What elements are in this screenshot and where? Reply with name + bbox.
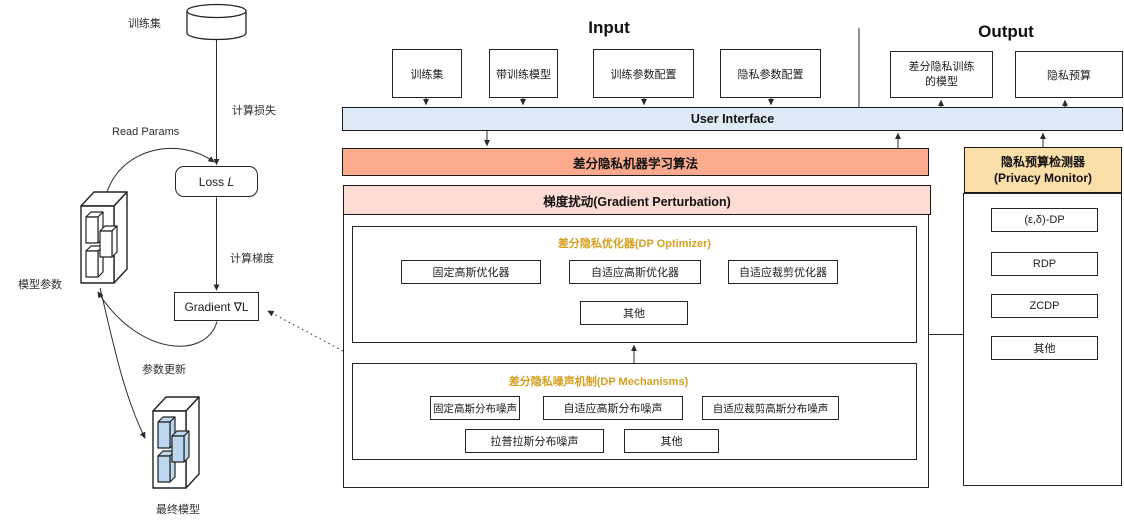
output-box-dp-model: 差分隐私训练 的模型	[890, 51, 993, 98]
model-params-label: 模型参数	[18, 279, 62, 291]
user-interface-label: User Interface	[690, 112, 775, 126]
final-model-label: 最终模型	[156, 504, 200, 516]
monitor-box-other: 其他	[991, 336, 1098, 360]
mechanism-box-other: 其他	[624, 429, 719, 453]
dp-algorithm-bar: 差分隐私机器学习算法	[342, 148, 929, 176]
input-box-label: 训练参数配置	[610, 68, 677, 81]
privacy-monitor-body: (ε,δ)-DP RDP ZCDP 其他	[963, 193, 1122, 486]
optimizer-box-label: 自适应裁剪优化器	[739, 267, 827, 279]
read-params-label: Read Params	[112, 126, 180, 138]
privacy-monitor-header: 隐私预算检测器 (Privacy Monitor)	[964, 147, 1122, 193]
mechanism-box-adaptive-gaussian-noise: 自适应高斯分布噪声	[543, 396, 683, 420]
loss-node-label: Loss	[198, 174, 225, 189]
param-update-label: 参数更新	[142, 364, 186, 376]
privacy-monitor-title-cn: 隐私预算检测器	[1000, 154, 1085, 169]
input-box-label: 带训练模型	[496, 68, 551, 81]
loss-node: Loss L	[175, 166, 258, 197]
output-box-privacy-budget: 隐私预算	[1015, 51, 1123, 98]
gradient-perturbation-label: 梯度扰动(Gradient Perturbation)	[543, 194, 731, 209]
gradient-node: Gradient ∇L	[174, 292, 259, 321]
dp-optimizer-title: 差分隐私优化器(DP Optimizer)	[557, 238, 712, 250]
mechanism-box-label: 自适应高斯分布噪声	[563, 403, 663, 415]
mechanism-box-laplace-noise: 拉普拉斯分布噪声	[465, 429, 604, 453]
dotted-arrow-framework-to-gradient	[267, 310, 344, 352]
loss-variable: L	[227, 174, 235, 189]
optimizer-box-label: 固定高斯优化器	[432, 267, 510, 279]
gradient-perturbation-header: 梯度扰动(Gradient Perturbation)	[343, 185, 931, 215]
input-box-label: 训练集	[410, 68, 444, 81]
dp-algorithm-label: 差分隐私机器学习算法	[572, 156, 698, 171]
input-box-pretrained-model: 带训练模型	[489, 49, 558, 98]
optimizer-box-adaptive-gaussian: 自适应高斯优化器	[569, 260, 701, 284]
model-params-icon	[80, 191, 128, 284]
optimizer-box-adaptive-clipping: 自适应裁剪优化器	[728, 260, 838, 284]
gradient-perturbation-section: 梯度扰动(Gradient Perturbation) 差分隐私优化器(DP O…	[343, 185, 931, 488]
monitor-box-label: (ε,δ)-DP	[1024, 214, 1065, 226]
input-box-train-set: 训练集	[392, 49, 462, 98]
output-box-label: 隐私预算	[1047, 69, 1091, 82]
privacy-monitor-title-en: (Privacy Monitor)	[993, 171, 1092, 185]
user-interface-bar: User Interface	[342, 107, 1123, 131]
mechanism-box-label: 自适应裁剪高斯分布噪声	[712, 402, 829, 415]
monitor-box-zcdp: ZCDP	[991, 294, 1098, 318]
data-cylinder-label: Data	[204, 16, 229, 28]
arrow-to-final-model	[99, 287, 146, 439]
monitor-box-label: 其他	[1033, 343, 1056, 355]
monitor-box-epsilon-delta-dp: (ε,δ)-DP	[991, 208, 1098, 232]
gradient-node-label: Gradient ∇L	[184, 299, 249, 314]
input-box-train-config: 训练参数配置	[593, 49, 694, 98]
input-box-label: 隐私参数配置	[737, 68, 804, 81]
optimizer-box-label: 自适应高斯优化器	[591, 267, 679, 279]
mechanism-box-label: 其他	[660, 436, 683, 448]
output-box-label: 差分隐私训练 的模型	[908, 60, 975, 88]
mechanism-box-label: 固定高斯分布噪声	[433, 402, 517, 415]
optimizer-box-other: 其他	[580, 301, 688, 325]
compute-loss-label: 计算损失	[232, 105, 276, 117]
dp-mechanisms-group: 差分隐私噪声机制(DP Mechanisms) 固定高斯分布噪声 自适应高斯分布…	[352, 363, 917, 460]
monitor-box-rdp: RDP	[991, 252, 1098, 276]
monitor-box-label: ZCDP	[1029, 300, 1060, 312]
optimizer-box-label: 其他	[623, 308, 645, 320]
compute-gradient-label: 计算梯度	[230, 253, 274, 265]
dp-mechanisms-title: 差分隐私噪声机制(DP Mechanisms)	[508, 376, 689, 388]
dp-optimizer-group: 差分隐私优化器(DP Optimizer) 固定高斯优化器 自适应高斯优化器 自…	[352, 226, 917, 343]
monitor-box-label: RDP	[1032, 258, 1057, 270]
input-box-privacy-config: 隐私参数配置	[720, 49, 821, 98]
train-set-label: 训练集	[128, 18, 161, 30]
optimizer-box-fixed-gaussian: 固定高斯优化器	[401, 260, 541, 284]
mechanism-box-label: 拉普拉斯分布噪声	[490, 436, 579, 448]
output-title: Output	[978, 22, 1034, 41]
mechanism-box-adaptive-clipping-gaussian-noise: 自适应裁剪高斯分布噪声	[702, 396, 839, 420]
final-model-icon	[152, 396, 200, 489]
mechanism-box-fixed-gaussian-noise: 固定高斯分布噪声	[430, 396, 520, 420]
input-title: Input	[588, 18, 630, 37]
